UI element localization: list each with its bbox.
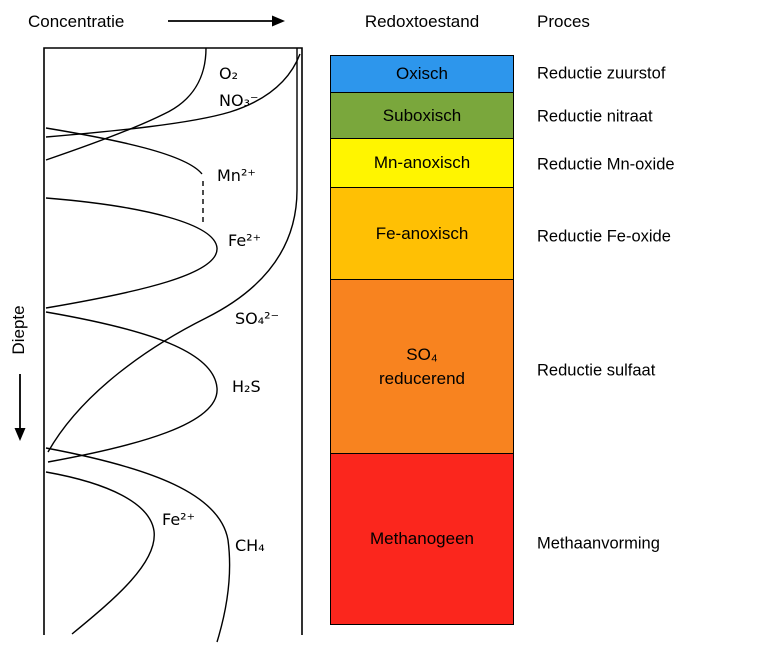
zone-so₄: SO₄ reducerend: [330, 279, 514, 454]
species-label-fe: Fe²⁺: [228, 231, 261, 250]
zone-oxisch: Oxisch: [330, 55, 514, 93]
x-axis-label: Concentratie: [28, 12, 124, 31]
zone-methanogeen: Methanogeen: [330, 453, 514, 625]
zone-label: Oxisch: [396, 62, 448, 86]
species-label-ch4: CH₄: [235, 536, 265, 555]
process-label: Methaanvorming: [537, 535, 660, 554]
zone-label: Suboxisch: [383, 104, 461, 128]
species-label-o2: O₂: [219, 64, 238, 83]
h2s-curve: [46, 312, 217, 462]
fe-curve: [46, 198, 217, 308]
zone-label: Methanogeen: [370, 527, 474, 551]
down-arrow-icon: [15, 374, 26, 441]
fe-deep-curve: [46, 472, 154, 634]
species-label-no3: NO₃⁻: [219, 91, 258, 110]
process-label: Reductie zuurstof: [537, 65, 665, 84]
zones-column: OxischSuboxischMn-anoxischFe-anoxischSO₄…: [330, 55, 514, 625]
zone-label: Mn-anoxisch: [374, 151, 470, 175]
o2-curve: [46, 54, 300, 137]
species-label-fe-deep: Fe²⁺: [162, 510, 195, 529]
zone-label: SO₄ reducerend: [379, 343, 465, 391]
zone-mn-anoxisch: Mn-anoxisch: [330, 138, 514, 188]
depth-concentration-plot: Concentratie Diepte O₂ NO₃⁻ Mn²⁺ Fe²⁺ SO…: [0, 0, 320, 649]
redox-column-header: Redoxtoestand: [330, 12, 514, 32]
y-axis-label: Diepte: [9, 305, 28, 354]
right-arrow-icon: [168, 16, 285, 27]
process-label: Reductie Fe-oxide: [537, 227, 671, 246]
species-label-h2s: H₂S: [232, 377, 261, 396]
species-label-so4: SO₄²⁻: [235, 309, 279, 328]
zone-label: Fe-anoxisch: [376, 222, 469, 246]
process-label: Reductie Mn-oxide: [537, 156, 675, 175]
species-label-mn: Mn²⁺: [217, 166, 256, 185]
process-label: Reductie nitraat: [537, 107, 653, 126]
zone-fe-anoxisch: Fe-anoxisch: [330, 187, 514, 280]
zone-suboxisch: Suboxisch: [330, 92, 514, 139]
process-label: Reductie sulfaat: [537, 361, 655, 380]
process-column: Reductie zuurstofReductie nitraatReducti…: [537, 0, 763, 649]
